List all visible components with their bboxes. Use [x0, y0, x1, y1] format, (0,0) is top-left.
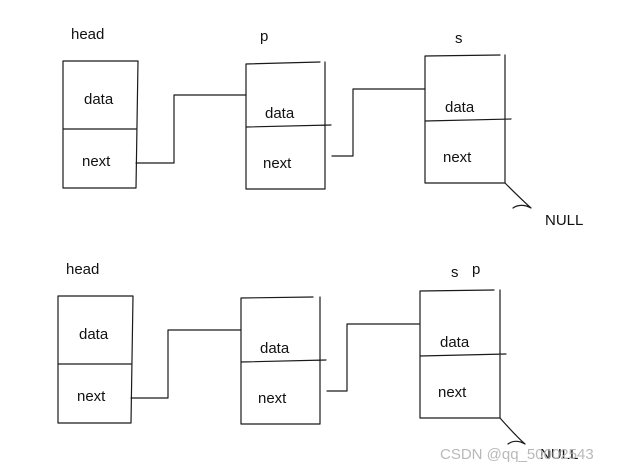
- bottom-node-3-box: [419, 289, 507, 419]
- bottom-node-3: data next: [419, 289, 507, 419]
- bottom-node-1: data next: [57, 295, 134, 424]
- top-link-2-3: [331, 88, 426, 157]
- bottom-null-arrow: [499, 417, 526, 445]
- bottom-node-1-data-label: data: [79, 326, 109, 343]
- bottom-link-1-2: [130, 329, 242, 399]
- top-node-2-next-label: next: [263, 155, 292, 172]
- top-s-label: s: [455, 30, 463, 47]
- top-p-label: p: [260, 28, 268, 45]
- bottom-node-2-data-label: data: [260, 340, 290, 357]
- top-diagram: head p s data next data next data next N…: [62, 26, 583, 229]
- bottom-head-label: head: [66, 261, 99, 278]
- top-null-arrow: [504, 182, 532, 209]
- top-node-2: data next: [245, 61, 332, 190]
- top-node-2-box: [245, 61, 332, 190]
- top-node-1: data next: [62, 60, 139, 189]
- bottom-node-1-next-label: next: [77, 388, 106, 405]
- top-node-2-data-label: data: [265, 105, 295, 122]
- top-node-1-box: [62, 60, 139, 189]
- bottom-link-2-3: [326, 323, 420, 392]
- bottom-p-label: p: [472, 261, 480, 278]
- top-node-3-data-label: data: [445, 99, 475, 116]
- top-node-1-data-label: data: [84, 91, 114, 108]
- bottom-node-1-box: [57, 295, 134, 424]
- bottom-s-label: s: [451, 264, 459, 281]
- watermark: CSDN @qq_50002543: [440, 446, 594, 463]
- bottom-node-3-data-label: data: [440, 334, 470, 351]
- top-node-3-box: [424, 54, 512, 184]
- top-node-3-next-label: next: [443, 149, 472, 166]
- bottom-node-2-next-label: next: [258, 390, 287, 407]
- bottom-node-2-box: [240, 296, 327, 425]
- top-head-label: head: [71, 26, 104, 43]
- bottom-node-2: data next: [240, 296, 327, 425]
- top-null-label: NULL: [545, 212, 583, 229]
- top-link-1-2: [135, 94, 247, 164]
- bottom-null-label: NULL: [540, 446, 578, 463]
- top-node-3: data next: [424, 54, 512, 184]
- bottom-diagram: head s p data next data next data next N…: [57, 261, 578, 463]
- bottom-node-3-next-label: next: [438, 384, 467, 401]
- top-node-1-next-label: next: [82, 153, 111, 170]
